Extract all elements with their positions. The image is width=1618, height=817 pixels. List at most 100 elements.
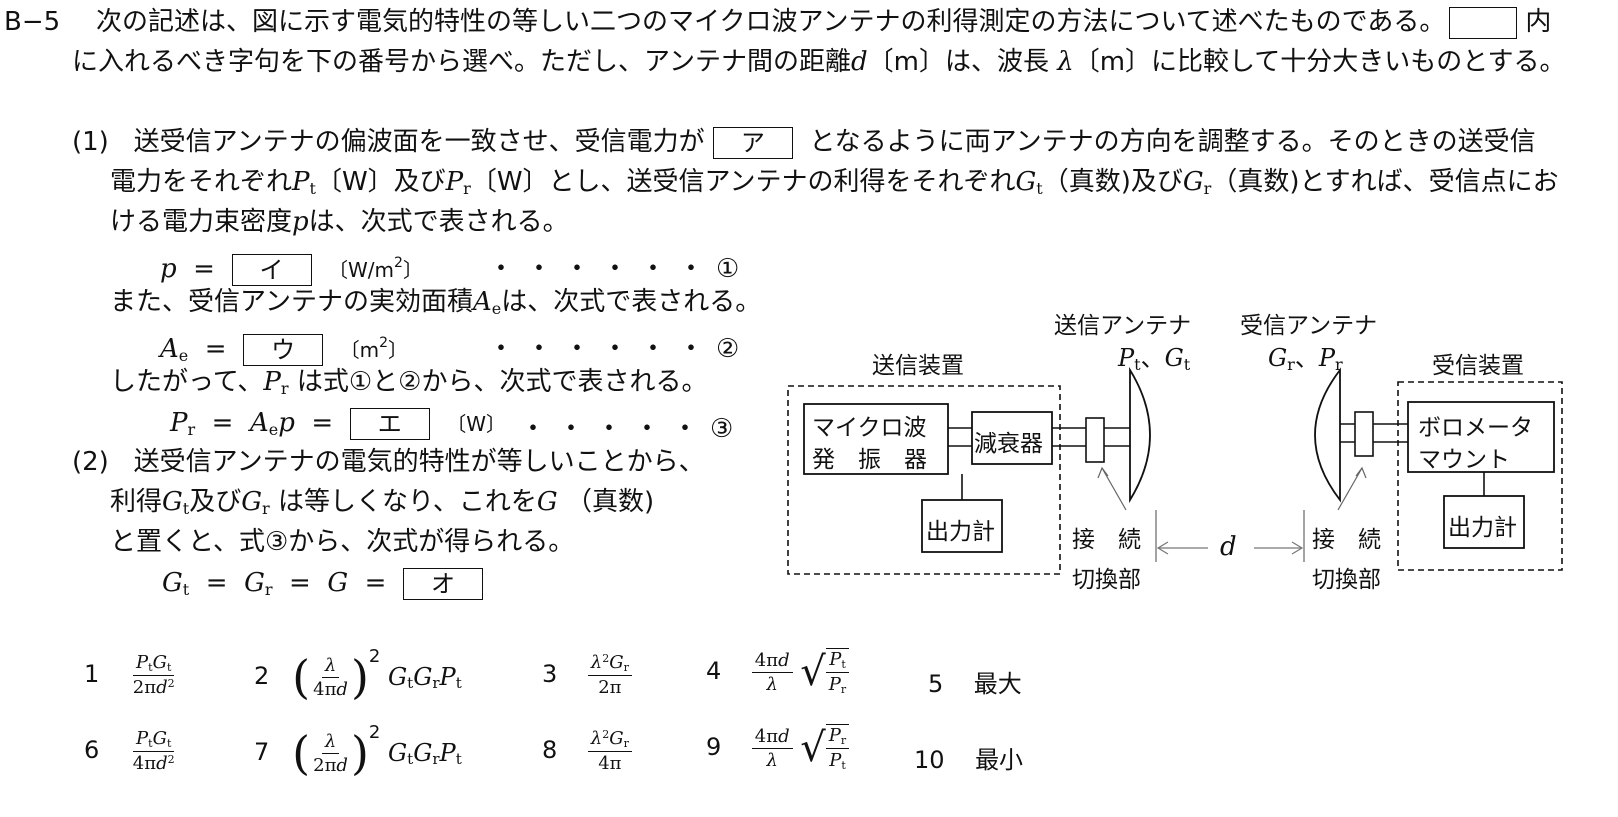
- part2-text3: と置くと、式③から、次式が得られる。: [110, 527, 575, 557]
- problem-line2-text: に入れるべき字句を下の番号から選べ。ただし、アンテナ間の距離: [72, 47, 851, 77]
- part1-line1: (1) 送受信アンテナの偏波面を一致させ、受信電力が ア となるように両アンテナ…: [72, 126, 1536, 159]
- equation-4: Gt = Gr = G = オ: [162, 566, 483, 607]
- part1-text2a: 電力をそれぞれ: [110, 167, 293, 197]
- choice-5-text: 最大: [973, 670, 1022, 698]
- choice-7-num: 7: [254, 738, 270, 766]
- bolometer-label-2: マウント: [1418, 447, 1510, 473]
- oscillator-label-1: マイクロ波: [812, 415, 927, 441]
- rx-switch-box: [1354, 411, 1374, 457]
- eq2-mark: ②: [716, 334, 740, 364]
- eq1-mark: ①: [716, 254, 740, 284]
- problem-line2-end: 〔m〕に比較して十分大きいものとする。: [1073, 47, 1566, 77]
- part1-line4: また、受信アンテナの実効面積Aeは、次式で表される。: [110, 287, 762, 318]
- rx-device-box: [1397, 381, 1563, 571]
- rx-switch-label-2: 切換部: [1312, 567, 1381, 593]
- eq1-dots: ・・・・・・①: [488, 254, 740, 284]
- part1-text2b: 〔W〕及び: [315, 167, 446, 197]
- part2-line1: (2) 送受信アンテナの電気的特性が等しいことから、: [72, 446, 705, 478]
- rx-antenna-dish: [1314, 367, 1341, 503]
- part2-label: (2): [72, 447, 109, 477]
- attenuator-box: [971, 411, 1053, 465]
- tx-antenna-dish: [1129, 366, 1151, 504]
- part1-text2e: （真数)とすれば、受信点にお: [1211, 167, 1559, 197]
- distance-label: d: [1220, 532, 1237, 562]
- tx-power-meter-box: [921, 499, 1003, 553]
- bolometer-box: [1407, 401, 1555, 473]
- tx-switch-label-1: 接 続: [1072, 527, 1141, 553]
- eq3-unit: 〔W〕: [446, 412, 507, 436]
- part2-text1: 送受信アンテナの電気的特性が等しいことから、: [133, 447, 705, 477]
- part2-text2d: （真数): [565, 487, 655, 517]
- part1-text4: また、受信アンテナの実効面積: [110, 287, 473, 317]
- part1-text1a: 送受信アンテナの偏波面を一致させ、受信電力が: [133, 127, 705, 157]
- choice-6-num: 6: [84, 736, 100, 764]
- problem-line1-end: 内: [1525, 7, 1552, 37]
- part1-text3a: ける電力束密度: [110, 207, 293, 237]
- choice-2-num: 2: [254, 662, 270, 690]
- blank-a: ア: [712, 126, 793, 159]
- rx-params-label: Gr、Pr: [1268, 344, 1343, 374]
- rx-antenna-label: 受信アンテナ: [1240, 313, 1378, 339]
- part1-text3b: は、次式で表される。: [308, 207, 569, 237]
- eq1-unit-sup: 2: [394, 255, 403, 271]
- eq1-unit: 〔W/m: [328, 258, 395, 282]
- measurement-diagram: [787, 366, 1563, 575]
- eq3-dots: ・・・・・③: [520, 414, 734, 444]
- tx-power-meter-label: 出力計: [926, 519, 995, 545]
- problem-line2: に入れるべき字句を下の番号から選べ。ただし、アンテナ間の距離d〔m〕は、波長 λ…: [72, 46, 1565, 78]
- part2-line3: と置くと、式③から、次式が得られる。: [110, 526, 574, 558]
- problem-number: B−5: [4, 7, 61, 37]
- blank-e: エ: [349, 407, 430, 440]
- part2-text2b: 及び: [189, 487, 242, 517]
- part1-text5a: したがって、: [110, 367, 264, 397]
- choice-3-num: 3: [542, 660, 558, 688]
- choice-1-num: 1: [84, 660, 100, 688]
- rx-power-meter-label: 出力計: [1448, 515, 1517, 541]
- blank-u: ウ: [243, 333, 324, 366]
- eq1-unit-end: 〕: [402, 258, 423, 282]
- part1-label: (1): [72, 127, 109, 157]
- var-lambda: λ: [1057, 47, 1074, 77]
- blank-o: オ: [402, 567, 483, 600]
- part2-line2: 利得Gt及びGr は等しくなり、これをG （真数): [110, 487, 655, 518]
- oscillator-box: [803, 403, 949, 475]
- problem-line1: 次の記述は、図に示す電気的特性の等しい二つのマイクロ波アンテナの利得測定の方法に…: [96, 6, 1551, 39]
- part1-line5: したがって、Pr は式①と②から、次式で表される。: [110, 367, 708, 398]
- choice-4-num: 4: [706, 657, 722, 685]
- attenuator-label: 減衰器: [974, 431, 1043, 457]
- choice-10-text: 最小: [975, 746, 1024, 774]
- choice-8-num: 8: [542, 736, 558, 764]
- choice-5[interactable]: 5 最大: [928, 664, 1022, 699]
- tx-antenna-label: 送信アンテナ: [1054, 313, 1192, 339]
- choice-10[interactable]: 10 最小: [914, 740, 1023, 775]
- rx-device-label: 受信装置: [1432, 353, 1524, 379]
- tx-params-label: Pt、Gt: [1118, 344, 1191, 374]
- tx-device-box: [787, 385, 1061, 575]
- blank-i: イ: [231, 253, 312, 286]
- eq2-dots: ・・・・・・②: [488, 334, 740, 364]
- eq2-unit-end: 〕: [388, 338, 409, 362]
- equation-2: Ae = ウ 〔m2〕: [160, 333, 409, 366]
- eq2-unit-sup: 2: [379, 335, 389, 351]
- oscillator-label-2: 発 振 器: [812, 447, 927, 473]
- part1-line2: 電力をそれぞれPt〔W〕及びPr〔W〕とし、送受信アンテナの利得をそれぞれGt（…: [110, 167, 1559, 198]
- choice-5-num: 5: [928, 670, 944, 698]
- rx-power-meter-box: [1443, 495, 1525, 549]
- tx-device-label: 送信装置: [872, 353, 964, 379]
- part1-text5b: は式①と②から、次式で表される。: [296, 367, 708, 397]
- part2-text2c: は等しくなり、これを: [277, 487, 537, 517]
- eq3-mark: ③: [710, 414, 734, 444]
- part1-text2d: （真数)及び: [1042, 167, 1183, 197]
- eq2-unit: 〔m: [339, 338, 380, 362]
- choice-10-num: 10: [914, 746, 945, 774]
- var-d: d: [850, 47, 868, 77]
- part1-text4b: は、次式で表される。: [501, 287, 762, 317]
